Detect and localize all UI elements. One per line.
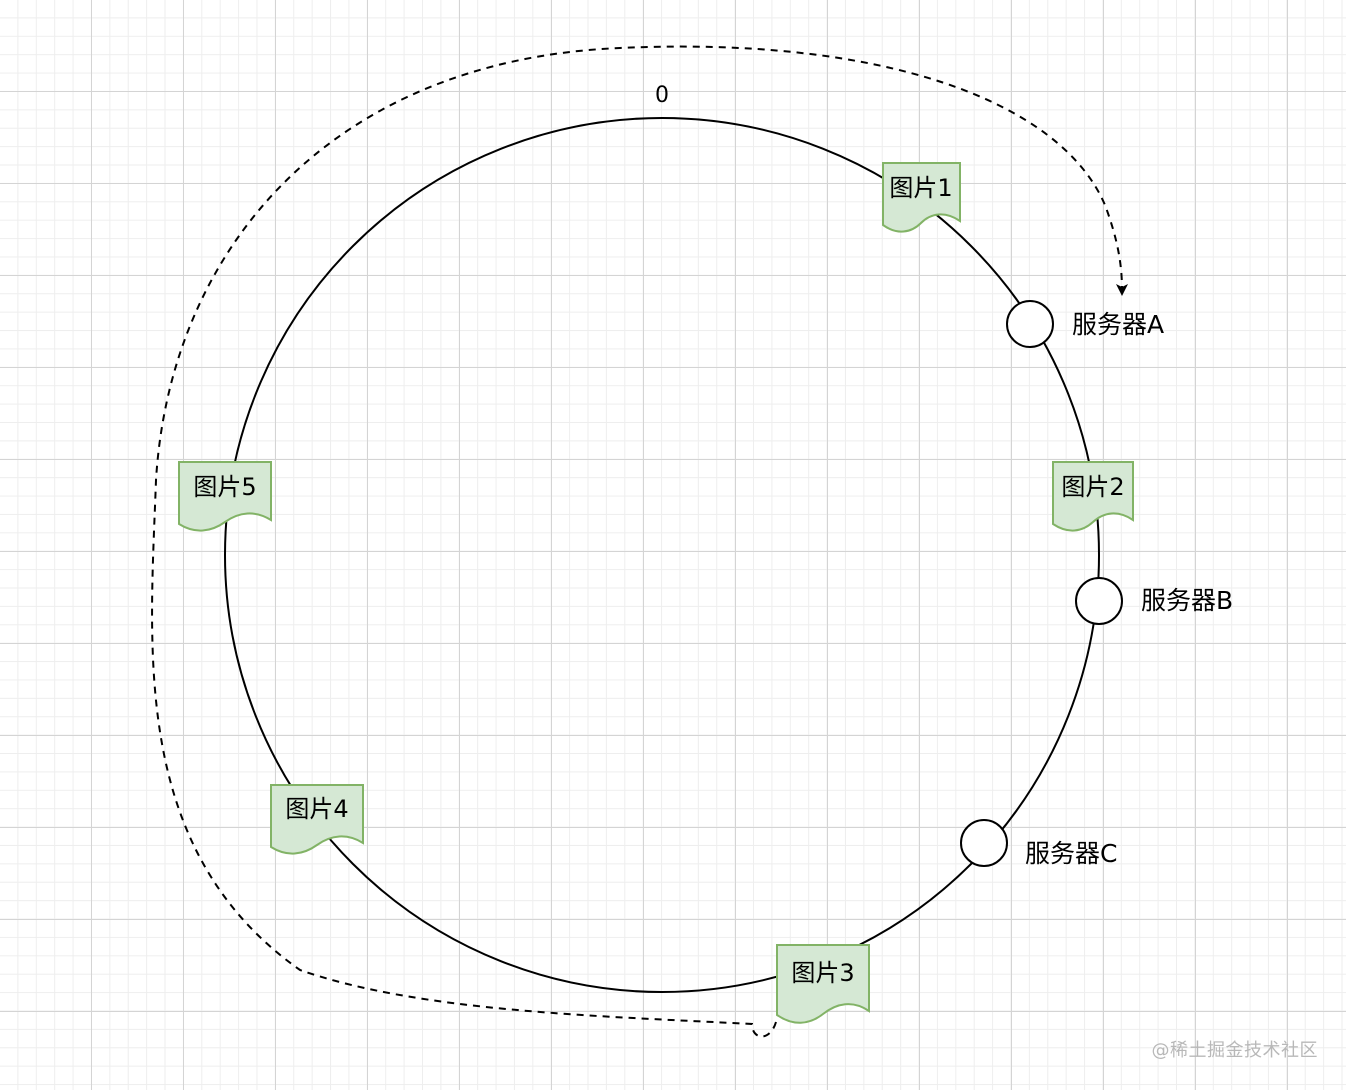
server-a-label: 服务器A: [1072, 310, 1164, 339]
image-doc-1-shape: [882, 162, 961, 233]
ring-zero-label: 0: [655, 83, 669, 108]
server-node-c[interactable]: 服务器C: [960, 819, 1117, 868]
image-doc-1-label: 图片1: [889, 174, 952, 202]
server-node-b[interactable]: 服务器B: [1075, 577, 1233, 625]
server-b-label: 服务器B: [1141, 586, 1233, 615]
image-doc-3-shape: [776, 944, 870, 1024]
server-a-circle: [1006, 300, 1054, 348]
image-doc-3[interactable]: 图片3: [776, 944, 870, 1024]
server-c-label: 服务器C: [1025, 839, 1117, 868]
image-doc-4-label: 图片4: [285, 795, 348, 823]
image-doc-2-shape: [1052, 461, 1134, 532]
image-doc-3-label: 图片3: [791, 959, 854, 987]
image-doc-4-shape: [270, 784, 364, 855]
image-doc-5[interactable]: 图片5: [178, 461, 272, 532]
image-doc-1[interactable]: 图片1: [882, 162, 961, 233]
server-b-circle: [1075, 577, 1123, 625]
server-c-circle: [960, 819, 1008, 867]
image-doc-2[interactable]: 图片2: [1052, 461, 1134, 532]
dashed-arrow-path: [151, 45, 1128, 1038]
server-node-a[interactable]: 服务器A: [1006, 300, 1164, 348]
image-doc-5-label: 图片5: [193, 473, 256, 501]
image-doc-2-label: 图片2: [1061, 473, 1124, 501]
image-doc-4[interactable]: 图片4: [270, 784, 364, 855]
watermark: @稀土掘金技术社区: [1151, 1040, 1318, 1061]
hash-ring: [224, 117, 1100, 993]
image-doc-5-shape: [178, 461, 272, 532]
